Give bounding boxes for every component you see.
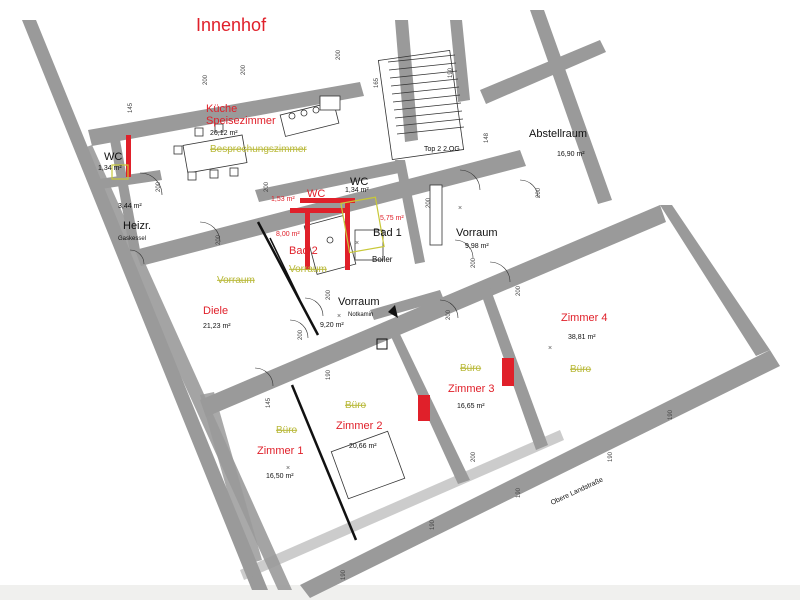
dim-label: 200 [536,187,542,198]
wc2-area: 1,34 m² [345,187,369,194]
dim-label: 190 [516,487,522,498]
dim-label: 200 [264,181,270,192]
door-swings [129,169,539,387]
abstell-name: Abstellraum [529,128,587,140]
wc1-area: 1,34 m² [98,165,122,172]
north-arrow-icon [388,305,398,318]
bad2-old: Vorraum [289,264,327,275]
zimmer4-name: Zimmer 4 [561,312,607,324]
zimmer1-area: 16,50 m² [266,473,294,480]
diele-area: 21,23 m² [203,323,231,330]
dim-label: 190 [608,451,614,462]
wc2-old-area: 1,53 m² [271,196,295,203]
vorraum-n-name: Vorraum [456,227,498,239]
zimmer3-old: Büro [460,363,482,374]
boiler-label: Boiler [372,255,393,264]
title: Innenhof [196,15,267,35]
dim-label: 200 [516,285,522,296]
zimmer2-name: Zimmer 2 [336,420,382,432]
zimmer2-old: Büro [345,400,367,411]
dim-label: 200 [446,309,452,320]
dim-label: 200 [471,257,477,268]
kueche-line1: Küche [206,103,237,115]
diele-name: Diele [203,305,228,317]
dim-label: 190 [341,569,347,580]
svg-text:×: × [337,313,341,320]
dim-label: 200 [156,181,162,192]
dim-label: 190 [668,409,674,420]
heizr-name: Heizr. [123,220,151,232]
zimmer1-old: Büro [276,425,298,436]
bath-fixtures [303,184,443,500]
heizr-area: 3,44 m² [118,203,142,210]
dim-label: 200 [241,64,247,75]
kitchen-furniture [173,95,341,181]
bad2-area: 8,00 m² [276,231,300,238]
dim-label: 145 [266,397,272,408]
notkamin-label: Notkamin [348,312,373,318]
svg-text:×: × [355,240,359,247]
svg-text:×: × [548,345,552,352]
wc-new-name: WC [307,188,325,200]
kueche-line2: Speisezimmer [206,115,276,127]
interior-partitions [256,221,358,541]
bad1-name: Bad 1 [373,227,402,239]
kueche-area: 26,12 m² [210,130,238,137]
zimmer3-name: Zimmer 3 [448,383,494,395]
dim-label: 165 [374,77,380,88]
zimmer3-area: 16,65 m² [457,403,485,410]
svg-text:×: × [286,465,290,472]
olive-outlines [111,164,385,254]
dim-label: 145 [128,102,134,113]
wc1-name: WC [104,151,122,163]
chimney-icon [376,338,388,350]
room-markers: × × × × × [286,205,552,472]
dim-label: 190 [326,369,332,380]
zimmer1-name: Zimmer 1 [257,445,303,457]
new-walls [126,135,514,421]
kueche-old: Besprechungszimmer [210,144,307,155]
zimmer2-area: 20,66 m² [349,443,377,450]
dim-label: 200 [216,234,222,245]
vorraum-c-area: 9,20 m² [320,322,344,329]
dim-label: 190 [430,519,436,530]
zimmer4-area: 38,81 m² [568,334,596,341]
gaskessel-label: Gaskessel [118,236,146,242]
abstell-area: 16,90 m² [557,151,585,158]
dim-label: 148 [484,132,490,143]
vorraum-n-area: 9,98 m² [465,243,489,250]
svg-text:×: × [458,205,462,212]
staircase [377,50,465,160]
bad1-area: 5,75 m² [380,215,404,222]
diele-old: Vorraum [217,275,255,286]
bad2-name: Bad 2 [289,245,318,257]
dim-label: 200 [426,197,432,208]
wc2-name: WC [350,176,368,188]
vorraum-c-name: Vorraum [338,296,380,308]
bottom-band [0,585,800,600]
stair-note: Top 2 2.OG [424,146,460,153]
dim-label: 200 [203,74,209,85]
dim-label: 200 [336,49,342,60]
dim-label: 200 [471,451,477,462]
dimension-labels: 200 200 200 165 190 148 145 200 200 200 … [128,49,674,580]
dim-label: 190 [448,67,454,78]
dim-label: 200 [298,329,304,340]
zimmer4-old: Büro [570,364,592,375]
dim-label: 200 [326,289,332,300]
